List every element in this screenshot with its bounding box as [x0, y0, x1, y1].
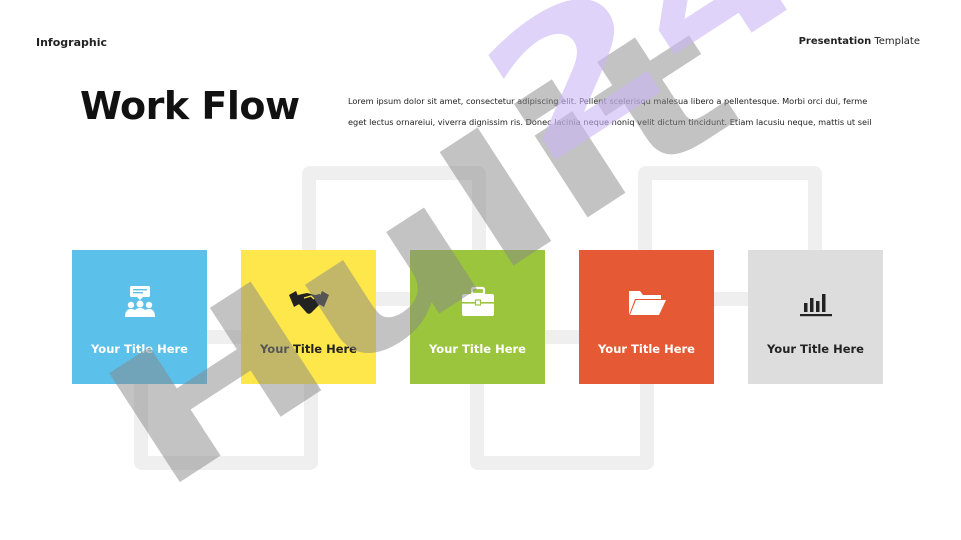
- card-title: Your Title Here: [767, 342, 864, 356]
- chat-people-icon: [120, 284, 160, 320]
- workflow-card-5[interactable]: Your Title Here: [748, 250, 883, 384]
- description-line-1: Lorem ipsum dolor sit amet, consectetur …: [348, 96, 868, 106]
- workflow-card-2[interactable]: Your Title Here: [241, 250, 376, 384]
- header-template-bold: Presentation: [798, 36, 872, 47]
- workflow-card-4[interactable]: Your Title Here: [579, 250, 714, 384]
- card-title: Your Title Here: [91, 342, 188, 356]
- header-category: Infographic: [36, 36, 107, 49]
- card-title: Your Title Here: [260, 342, 357, 356]
- workflow-card-3[interactable]: Your Title Here: [410, 250, 545, 384]
- description: Lorem ipsum dolor sit amet, consectetur …: [348, 91, 888, 133]
- briefcase-icon: [458, 284, 498, 320]
- bar-chart-icon: [796, 284, 836, 320]
- workflow-card-1[interactable]: Your Title Here: [72, 250, 207, 384]
- handshake-icon: [288, 284, 329, 320]
- folder-icon: [627, 284, 667, 320]
- header-template-normal: Template: [871, 36, 920, 47]
- page-title: Work Flow: [80, 84, 300, 128]
- description-line-2: eget lectus ornareiui, viverra dignissim…: [348, 117, 872, 127]
- header-template-label: Presentation Template: [799, 36, 920, 47]
- card-title: Your Title Here: [429, 342, 526, 356]
- card-title: Your Title Here: [598, 342, 695, 356]
